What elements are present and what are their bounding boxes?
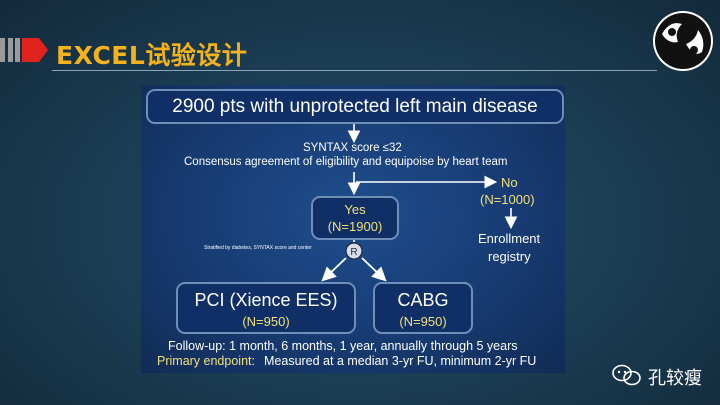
yes-label: Yes	[344, 202, 366, 217]
cabg-count: (N=950)	[399, 314, 447, 329]
primary-endpoint-label: Primary endpoint:	[157, 354, 255, 368]
header-stripes	[0, 38, 52, 62]
panda-logo-icon	[653, 11, 713, 71]
registry-line1: Enrollment	[478, 231, 541, 246]
pci-box: PCI (Xience EES) (N=950)	[176, 282, 356, 334]
population-box: 2900 pts with unprotected left main dise…	[146, 89, 564, 124]
registry-line2: registry	[488, 249, 531, 264]
title-divider	[52, 70, 657, 71]
followup-text: Follow-up: 1 month, 6 months, 1 year, an…	[168, 339, 518, 353]
population-text: 2900 pts with unprotected left main dise…	[172, 96, 538, 117]
red-chevron-icon	[22, 38, 48, 62]
consensus-criterion: Consensus agreement of eligibility and e…	[184, 156, 508, 168]
stratification-note: Stratified by diabetes, SYNTAX score and…	[204, 245, 312, 251]
no-count: (N=1000)	[480, 192, 535, 207]
yes-count: (N=1900)	[327, 219, 383, 234]
pci-count: (N=950)	[242, 314, 290, 329]
primary-endpoint-text: Measured at a median 3-yr FU, minimum 2-…	[264, 354, 537, 368]
pci-label: PCI (Xience EES)	[194, 290, 338, 310]
cabg-label: CABG	[397, 290, 449, 310]
no-label: No	[501, 175, 518, 190]
syntax-criterion: SYNTAX score ≤32	[303, 142, 402, 154]
yes-box: Yes (N=1900)	[311, 196, 399, 240]
wechat-logo-icon	[612, 364, 641, 386]
page-title: EXCEL试验设计	[56, 41, 248, 70]
watermark-text: 孔较瘦	[648, 368, 702, 389]
cabg-box: CABG (N=950)	[373, 282, 473, 334]
